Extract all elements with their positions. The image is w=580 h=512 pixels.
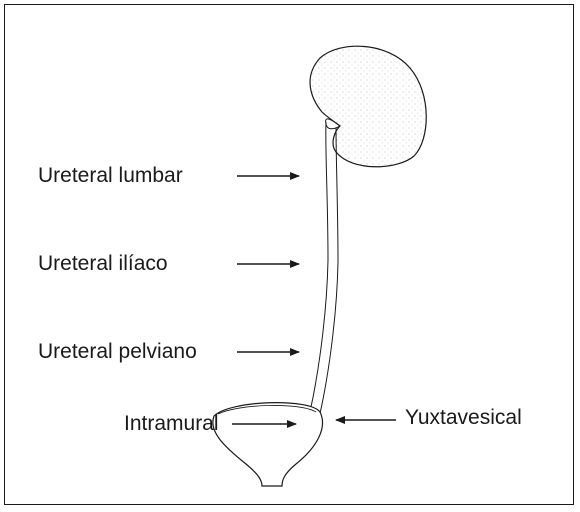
- label-ureteral-lumbar: Ureteral lumbar: [38, 164, 183, 188]
- label-intramural: Intramural: [124, 412, 219, 436]
- kidney-shape: [310, 46, 426, 167]
- ureter-outline-left: [306, 122, 328, 426]
- label-ureteral-pelviano: Ureteral pelviano: [38, 340, 197, 364]
- label-yuxtavesical: Yuxtavesical: [405, 406, 522, 430]
- bladder-shape: [213, 403, 323, 486]
- label-ureteral-iliaco: Ureteral ilíaco: [38, 252, 168, 276]
